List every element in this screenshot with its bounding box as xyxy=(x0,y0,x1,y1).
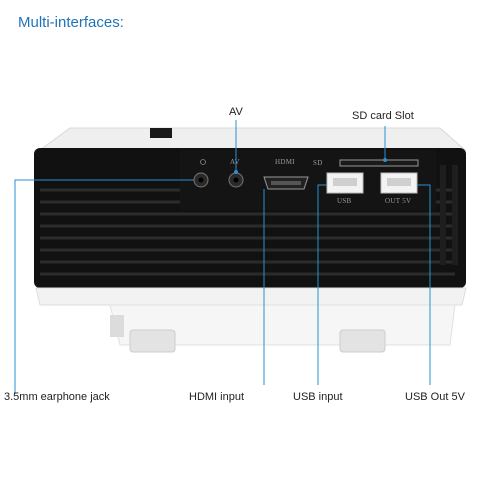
leader-usb xyxy=(317,184,327,385)
projector-top-housing xyxy=(38,127,467,151)
port-label-av: AV xyxy=(230,158,240,166)
projector-base xyxy=(35,287,467,306)
leader-usb-out xyxy=(417,184,431,385)
top-vent xyxy=(150,128,172,138)
front-foot xyxy=(129,329,176,353)
page-heading: Multi-interfaces: xyxy=(18,14,124,31)
callout-earphone-jack: 3.5mm earphone jack xyxy=(4,391,110,403)
port-label-sd: SD xyxy=(313,159,323,167)
callout-usb-out: USB Out 5V xyxy=(405,391,465,403)
port-label-hdmi: HDMI xyxy=(275,158,295,166)
callout-hdmi-input: HDMI input xyxy=(189,391,245,403)
callout-usb-input: USB input xyxy=(293,391,343,403)
port-label-usb: USB xyxy=(337,197,352,205)
leader-earphone xyxy=(14,179,194,394)
sd-card-slot-icon xyxy=(339,159,419,167)
rear-foot xyxy=(339,329,386,353)
callout-av: AV xyxy=(229,106,243,118)
callout-sd-card-slot: SD card Slot xyxy=(352,110,414,122)
leader-lines xyxy=(14,120,431,394)
port-label-out: OUT 5V xyxy=(385,197,411,205)
